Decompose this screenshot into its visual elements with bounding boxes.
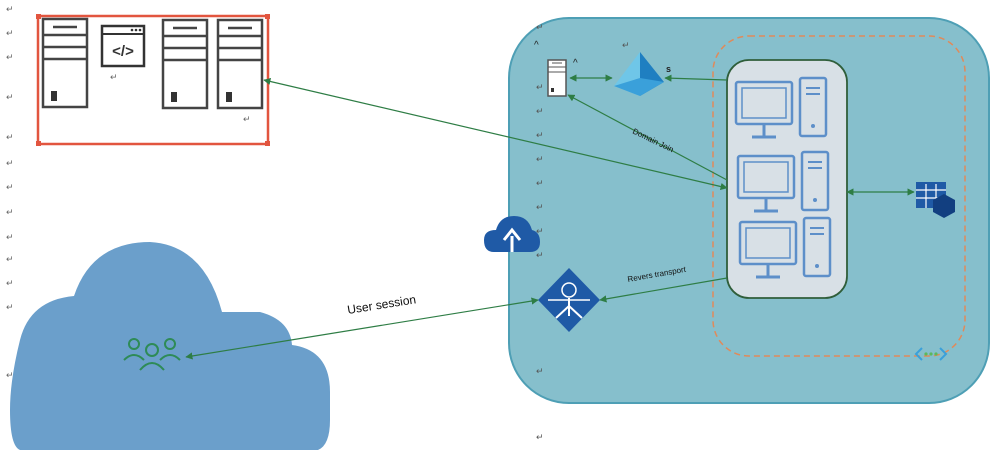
paragraph-mark: ↵ [6, 28, 14, 38]
paragraph-mark: ↵ [536, 130, 544, 140]
on-premises-box: </> ↵ ↵ [36, 14, 270, 146]
domain-controller-icon [547, 59, 567, 97]
user-session-connector [185, 297, 539, 360]
paragraph-marks: ↵ ↵ ↵ ↵ ↵ ↵ ↵ ↵ ↵ ↵ ↵ ↵ ↵ [6, 4, 14, 380]
paragraph-mark: ↵ [536, 432, 544, 442]
paragraph-mark: ↵ [110, 72, 118, 82]
session-host-pool [726, 59, 848, 299]
paragraph-mark: ↵ [6, 254, 14, 264]
caret-mark: ^ [534, 40, 539, 51]
hosts-to-ad-connector [664, 74, 728, 82]
paragraph-mark: ↵ [6, 52, 14, 62]
onprem-to-hosts-connector [263, 77, 728, 191]
cloud-upload-icon [484, 216, 540, 252]
s-mark: s [666, 64, 671, 74]
azure-files-icon [916, 182, 955, 218]
paragraph-mark: ↵ [622, 40, 630, 50]
server-icon [41, 17, 89, 109]
paragraph-mark: ↵ [536, 82, 544, 92]
paragraph-mark: ↵ [6, 302, 14, 312]
paragraph-mark: ↵ [6, 92, 14, 102]
vnet-icon [914, 347, 948, 361]
paragraph-mark: ↵ [6, 132, 14, 142]
paragraph-mark: ↵ [536, 154, 544, 164]
user-cloud [10, 242, 330, 450]
paragraph-mark: ↵ [536, 250, 544, 260]
paragraph-mark: ↵ [536, 22, 544, 32]
connectors [185, 74, 915, 360]
paragraph-mark: ↵ [6, 232, 14, 242]
code-window-icon: </> [100, 24, 146, 68]
paragraph-mark: ↵ [6, 182, 14, 192]
server-icon [161, 18, 209, 110]
host-pool-subnet [712, 35, 966, 357]
server-icon [216, 18, 264, 110]
domain-join-connector [567, 94, 728, 181]
paragraph-mark: ↵ [536, 226, 544, 236]
paragraph-mark: ↵ [6, 370, 14, 380]
caret-mark: ^ [573, 58, 578, 69]
paragraph-mark: ↵ [536, 202, 544, 212]
svg-text:</>: </> [112, 43, 134, 60]
paragraph-mark: ↵ [536, 106, 544, 116]
user-session-label: User session [346, 292, 417, 317]
paragraph-mark: ↵ [536, 366, 544, 376]
paragraph-mark: ↵ [243, 114, 251, 124]
users-icon [123, 338, 181, 371]
paragraph-mark: ↵ [6, 158, 14, 168]
paragraph-mark: ↵ [536, 178, 544, 188]
reverse-transport-connector [599, 277, 728, 303]
paragraph-mark: ↵ [6, 278, 14, 288]
gateway-icon [538, 268, 600, 332]
paragraph-mark: ↵ [6, 4, 14, 14]
paragraph-mark: ↵ [6, 207, 14, 217]
